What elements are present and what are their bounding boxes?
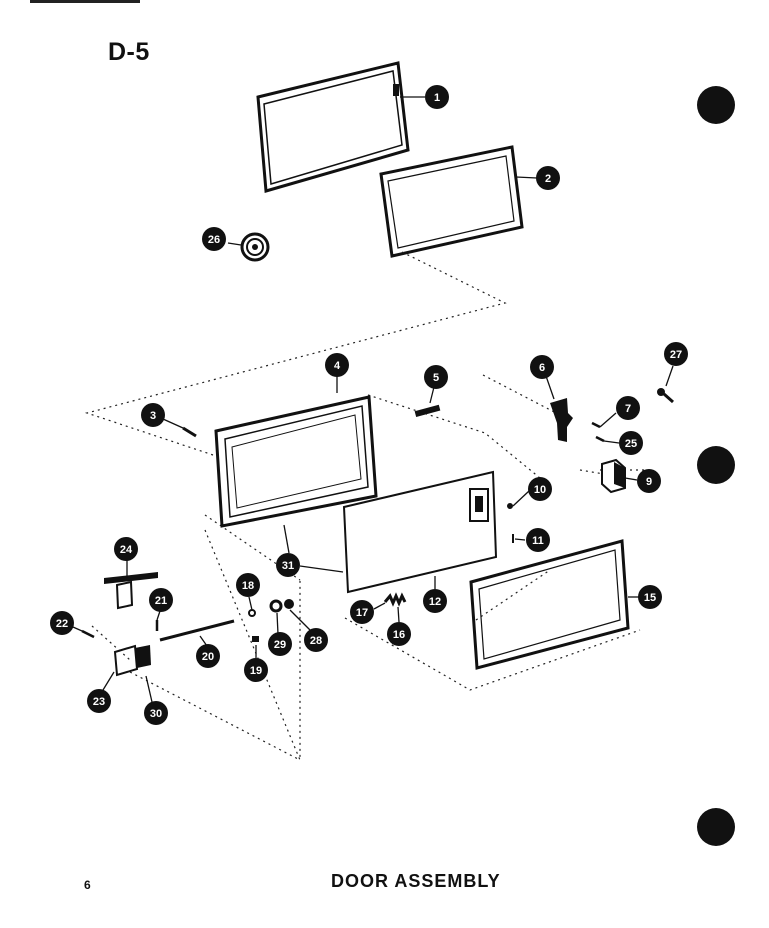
svg-text:5: 5	[433, 372, 439, 384]
binder-hole-bottom	[697, 808, 735, 846]
svg-text:22: 22	[56, 618, 68, 630]
callout-18: 18	[236, 573, 260, 597]
svg-text:17: 17	[356, 607, 368, 619]
svg-text:18: 18	[242, 580, 254, 592]
svg-text:23: 23	[93, 696, 105, 708]
callout-26: 26	[202, 227, 226, 251]
svg-text:2: 2	[545, 173, 551, 185]
part-spacer-19	[252, 636, 259, 642]
callout-2: 2	[536, 166, 560, 190]
callout-15: 15	[638, 585, 662, 609]
svg-text:24: 24	[120, 544, 133, 556]
svg-text:30: 30	[150, 708, 162, 720]
part-bracket-6	[550, 398, 573, 442]
callout-3: 3	[141, 403, 165, 427]
callout-29: 29	[268, 632, 292, 656]
callout-6: 6	[530, 355, 554, 379]
callout-25: 25	[619, 431, 643, 455]
callout-7: 7	[616, 396, 640, 420]
callout-11: 11	[526, 528, 550, 552]
callout-16: 16	[387, 622, 411, 646]
callout-19: 19	[244, 658, 268, 682]
part-latch-bar-5	[414, 404, 441, 418]
part-screw-22	[81, 629, 95, 639]
svg-text:4: 4	[334, 360, 341, 372]
part-screw-25	[595, 435, 605, 443]
svg-text:31: 31	[282, 560, 294, 572]
scan-artifact	[30, 0, 140, 3]
dashed-line	[482, 374, 611, 476]
part-seal-26	[240, 232, 270, 262]
svg-text:20: 20	[202, 651, 214, 663]
callout-5: 5	[424, 365, 448, 389]
callout-12: 12	[423, 589, 447, 613]
svg-text:29: 29	[274, 639, 286, 651]
svg-text:27: 27	[670, 349, 682, 361]
part-frame-1	[256, 61, 410, 193]
part-inner-frame-4	[214, 395, 378, 528]
svg-text:26: 26	[208, 234, 220, 246]
part-spring-16	[383, 592, 407, 607]
binder-hole-top	[697, 86, 735, 124]
svg-text:11: 11	[532, 535, 544, 547]
svg-text:1: 1	[434, 92, 440, 104]
svg-text:3: 3	[150, 410, 156, 422]
part-hinge-23	[113, 644, 151, 677]
part-nut-29	[269, 599, 283, 613]
part-block-9	[601, 458, 626, 494]
part-rod-20	[159, 619, 235, 642]
dashed-line	[91, 625, 301, 761]
dashed-line	[475, 469, 650, 621]
binder-hole-middle	[697, 446, 735, 484]
callout-30: 30	[144, 701, 168, 725]
svg-text:6: 6	[539, 362, 545, 374]
dashed-line	[367, 394, 541, 479]
callout-31: 31	[276, 553, 300, 577]
svg-text:16: 16	[393, 629, 405, 641]
svg-text:21: 21	[155, 595, 167, 607]
svg-text:15: 15	[644, 592, 656, 604]
part-washer-18	[248, 609, 256, 617]
callout-9: 9	[637, 469, 661, 493]
callout-24: 24	[114, 537, 138, 561]
part-clip-10	[507, 503, 513, 509]
svg-text:12: 12	[429, 596, 441, 608]
callout-28: 28	[304, 628, 328, 652]
svg-text:10: 10	[534, 484, 546, 496]
callout-4: 4	[325, 353, 349, 377]
part-screw-7	[591, 421, 601, 429]
svg-text:19: 19	[250, 665, 262, 677]
callout-10: 10	[528, 477, 552, 501]
svg-text:28: 28	[310, 635, 322, 647]
callout-17: 17	[350, 600, 374, 624]
svg-text:9: 9	[646, 476, 652, 488]
part-bracket-24	[104, 572, 158, 610]
part-tray-2	[379, 145, 524, 258]
svg-text:7: 7	[625, 403, 631, 415]
callout-21: 21	[149, 588, 173, 612]
callout-22: 22	[50, 611, 74, 635]
callout-23: 23	[87, 689, 111, 713]
part-nut-28	[284, 599, 294, 609]
part-panel-12	[342, 470, 498, 594]
diagram-title: DOOR ASSEMBLY	[331, 871, 501, 891]
callout-20: 20	[196, 644, 220, 668]
dashed-line	[84, 251, 507, 456]
dashed-line	[344, 617, 641, 691]
part-frame-15	[469, 539, 630, 670]
page-code: D-5	[108, 38, 150, 66]
callout-27: 27	[664, 342, 688, 366]
page-number: 6	[84, 878, 91, 892]
leader-lines	[72, 96, 674, 703]
callout-1: 1	[425, 85, 449, 109]
part-knob-27	[657, 388, 674, 404]
svg-text:25: 25	[625, 438, 637, 450]
part-screw-3	[182, 426, 197, 438]
